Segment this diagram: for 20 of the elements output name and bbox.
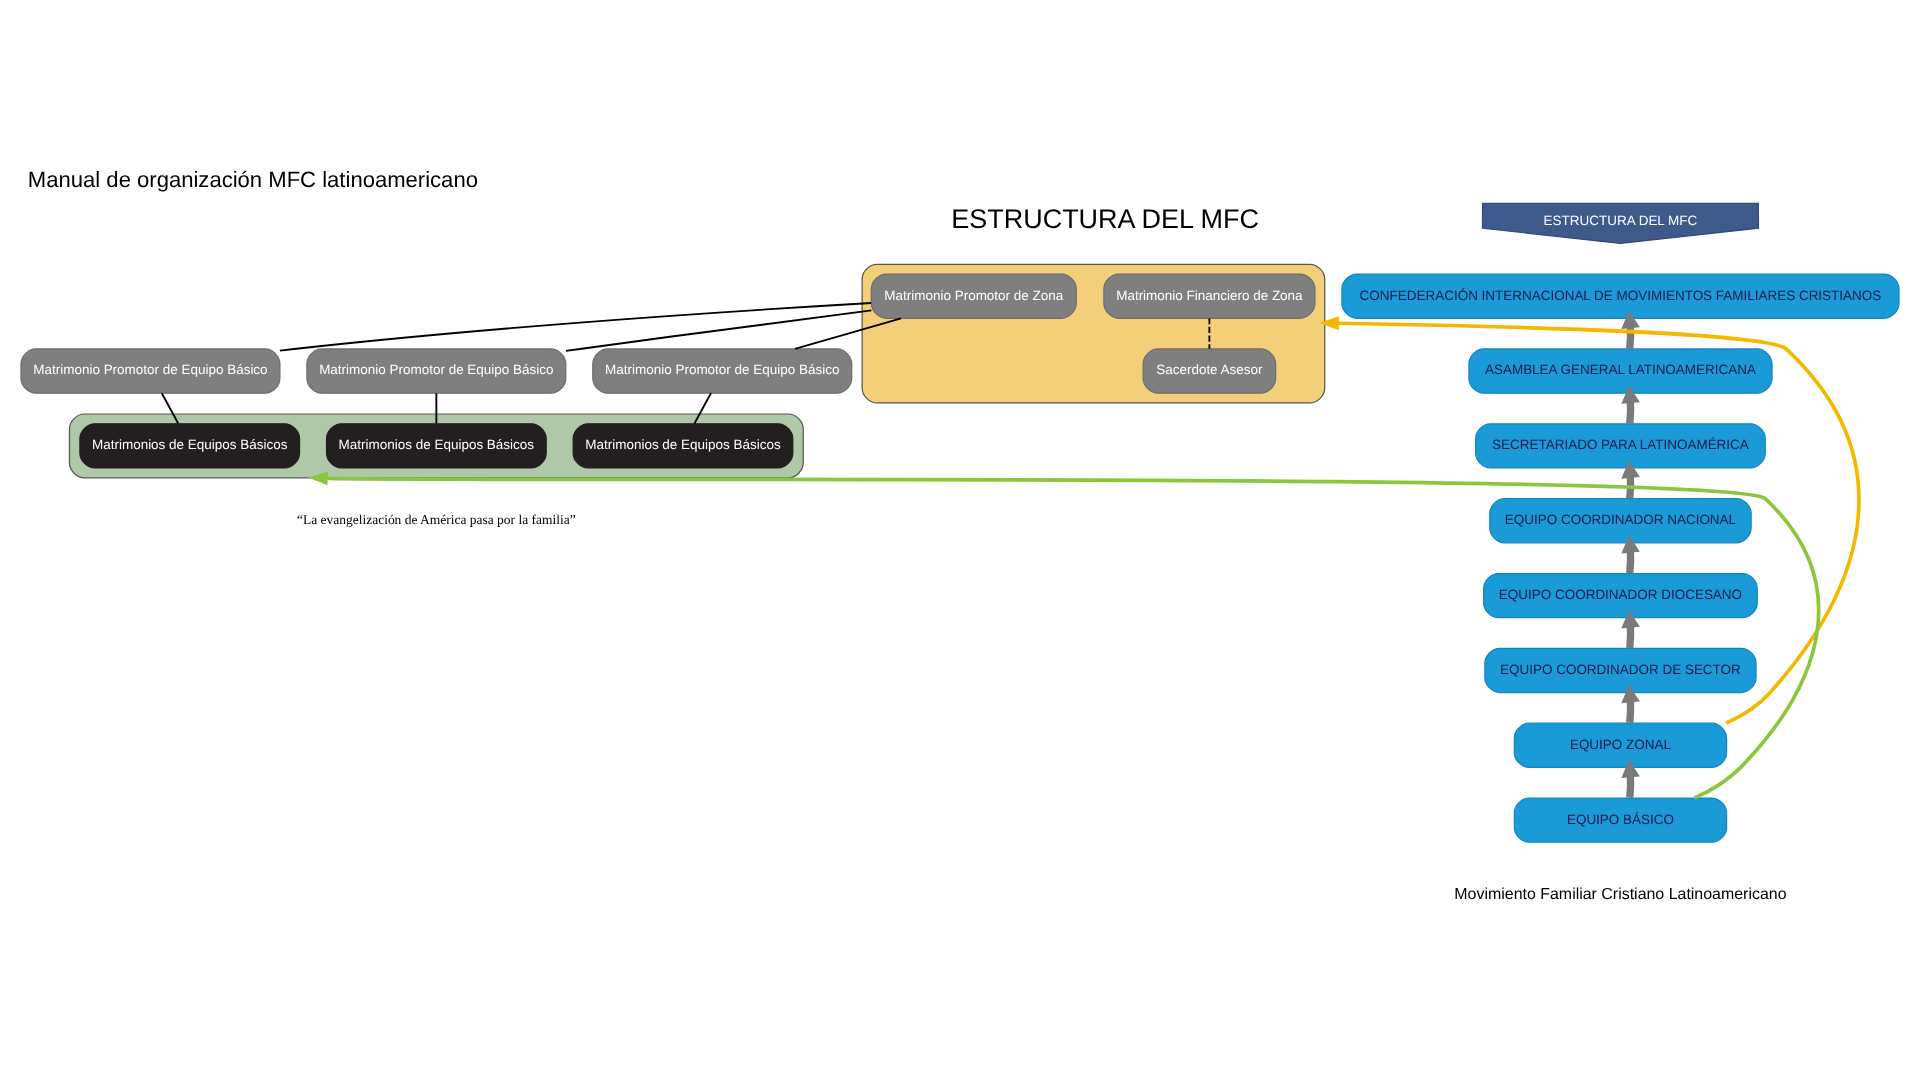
arrow — [1621, 683, 1640, 723]
connector — [564, 308, 873, 351]
cluster — [68, 412, 804, 478]
connector — [160, 391, 180, 424]
label: ESTRUCTURA DEL MFC — [951, 203, 1259, 234]
arrow — [1621, 534, 1640, 573]
diagram-title: Manual de organización MFC latinoamericano — [27, 168, 478, 193]
arrow — [1621, 758, 1640, 798]
connector — [693, 391, 712, 424]
connector — [435, 391, 438, 424]
connector — [1208, 316, 1211, 349]
arrow — [1621, 459, 1640, 498]
arrow — [1621, 384, 1640, 423]
arrow — [308, 470, 1820, 799]
connector — [793, 316, 902, 349]
arrow — [1621, 309, 1640, 349]
arrow — [1621, 608, 1640, 648]
arrow — [1319, 315, 1861, 724]
connector — [279, 301, 872, 351]
cluster — [861, 262, 1326, 403]
